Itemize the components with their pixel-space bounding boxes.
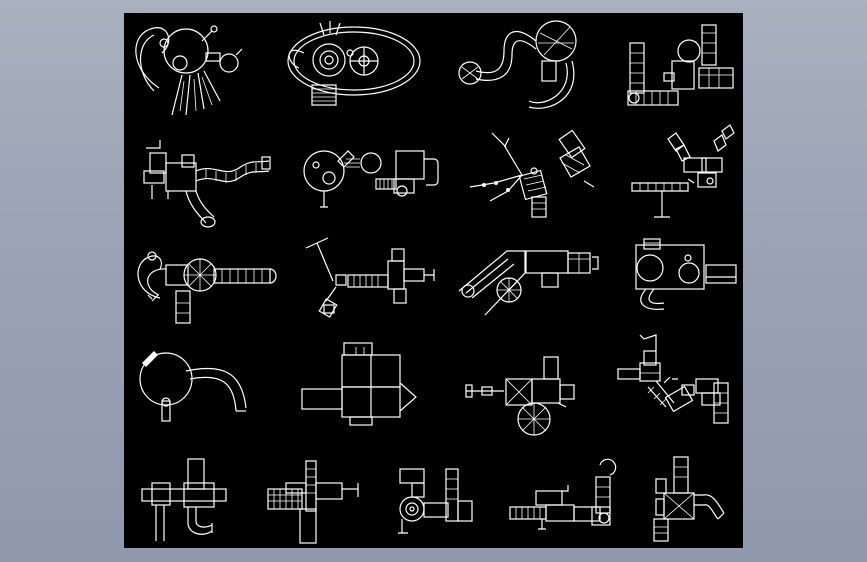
bubble-curved-slide-playground-icon	[139, 351, 247, 422]
tower-wavy-slide-playground-icon	[143, 140, 271, 228]
spiral-slide-dome-playground-icon	[135, 25, 243, 116]
spiral-net-tower-playground-icon	[465, 356, 575, 436]
tower-tube-playground-icon	[627, 24, 734, 106]
zigzag-tube-playground-icon	[617, 334, 729, 424]
drum-tower-playground-icon	[635, 238, 737, 310]
tree-net-playground-icon	[469, 129, 595, 218]
oval-climbing-dome-playground-icon	[287, 21, 421, 106]
playground-drawings-canvas	[135, 20, 737, 544]
bridge-swing-playground-icon	[305, 237, 435, 318]
cross-slide-playground-icon	[141, 458, 227, 541]
tower-bend-slide-playground-icon	[653, 456, 725, 542]
cross-deck-roof-playground-icon	[301, 342, 417, 426]
round-deck-house-playground-icon	[303, 150, 439, 208]
drum-ladder-playground-icon	[398, 468, 473, 534]
grid-deck-playground-icon	[267, 460, 359, 544]
twin-arm-playground-icon	[631, 124, 735, 218]
long-bridge-playground-icon	[509, 458, 617, 530]
angled-deck-playground-icon	[458, 250, 599, 316]
cad-drawing-viewport[interactable]	[124, 13, 743, 548]
curved-tube-dome-playground-icon	[458, 20, 577, 109]
spiral-tunnel-playground-icon	[137, 251, 277, 324]
